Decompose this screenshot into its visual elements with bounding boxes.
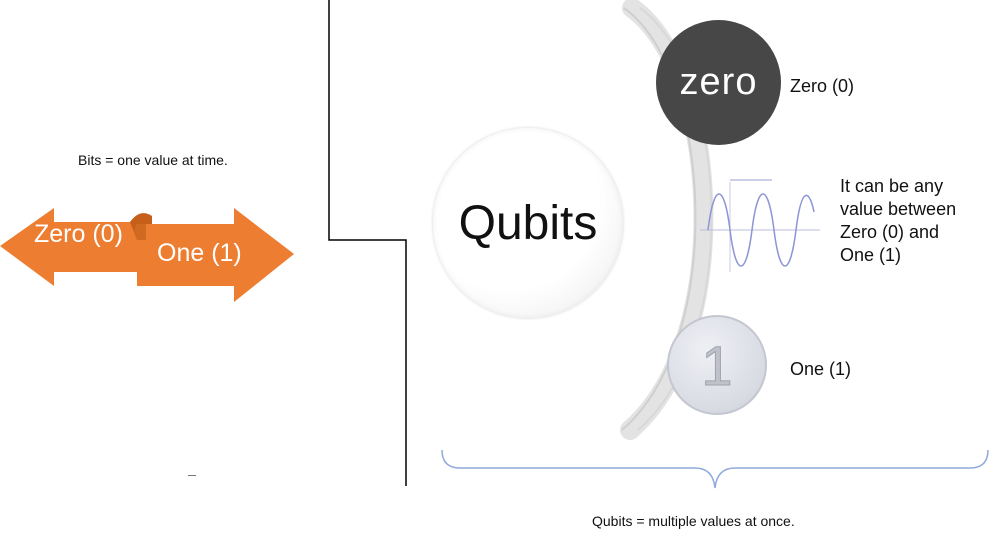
- qubits-circle: Qubits: [433, 128, 623, 318]
- section-divider: [328, 0, 407, 486]
- zero-state-word: zero: [679, 61, 758, 103]
- qubits-caption: Qubits = multiple values at once.: [592, 513, 795, 529]
- small-dash: [188, 475, 196, 476]
- zero-state-circle: zero: [656, 20, 781, 145]
- zero-arrow-label: Zero (0): [34, 220, 123, 248]
- one-state-circle: 1: [667, 315, 767, 415]
- zero-state-label: Zero (0): [790, 76, 855, 96]
- between-line-1: It can be any: [840, 176, 944, 196]
- left-arrow-shape: [0, 208, 140, 286]
- one-state-glyph: 1: [701, 333, 733, 397]
- right-arrow-shape: [137, 208, 294, 302]
- one-arrow-label: One (1): [157, 239, 242, 267]
- curly-brace: [441, 449, 989, 489]
- between-values-text: It can be any value between Zero (0) and…: [840, 175, 990, 267]
- between-line-2: value between: [840, 199, 957, 219]
- bits-caption: Bits = one value at time.: [78, 152, 228, 168]
- double-arrow-graphic: [0, 208, 294, 302]
- one-state-label: One (1): [790, 359, 852, 379]
- between-line-3: Zero (0) and: [840, 222, 940, 242]
- sine-wave-icon: [700, 179, 820, 272]
- qubits-title: Qubits: [458, 196, 598, 250]
- between-line-4: One (1): [840, 245, 902, 265]
